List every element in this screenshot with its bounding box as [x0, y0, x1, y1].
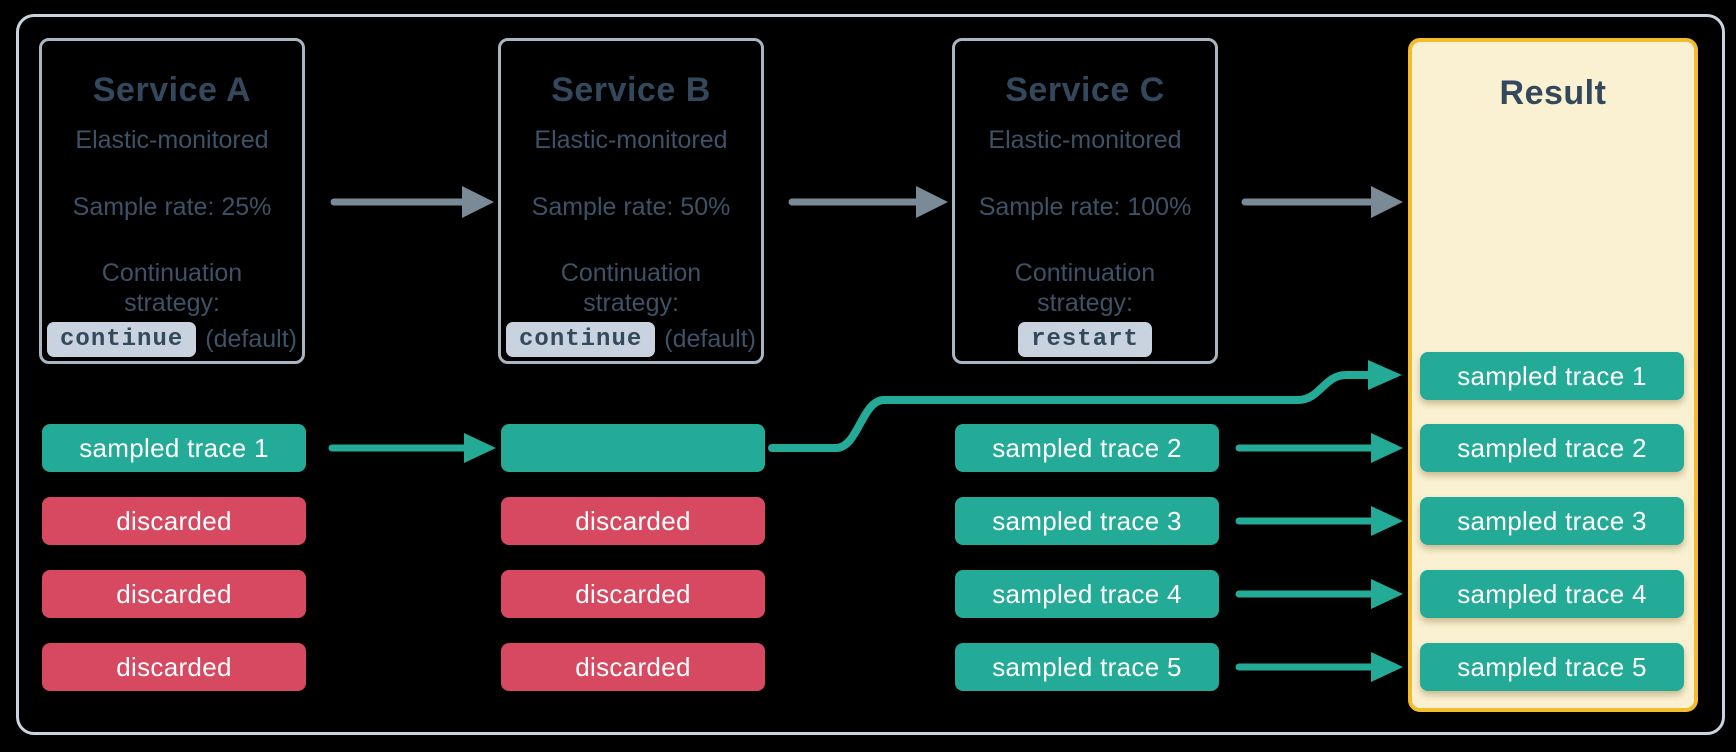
trace-pill-b4-discarded: discarded: [501, 643, 765, 691]
service-b-strategy-row: continue (default): [506, 322, 756, 357]
result-pill-5: sampled trace 5: [1420, 643, 1684, 691]
trace-pill-b1-sampled-blank: [501, 424, 765, 472]
service-a-monitoring: Elastic-monitored: [75, 126, 269, 154]
trace-pill-a4-discarded: discarded: [42, 643, 306, 691]
service-b-sample-rate: Sample rate: 50%: [531, 193, 731, 221]
trace-pill-a3-discarded: discarded: [42, 570, 306, 618]
service-a-strategy-badge: continue: [47, 322, 197, 357]
diagram-outer-frame: [16, 14, 1725, 735]
trace-pill-b3-discarded: discarded: [501, 570, 765, 618]
service-c-sample-rate: Sample rate: 100%: [978, 193, 1192, 221]
service-a-strategy-row: continue (default): [47, 322, 297, 357]
service-c-strategy-badge: restart: [1018, 322, 1152, 357]
result-pill-3: sampled trace 3: [1420, 497, 1684, 545]
service-box-b: Service B Elastic-monitored Sample rate:…: [498, 38, 764, 364]
service-box-c: Service C Elastic-monitored Sample rate:…: [952, 38, 1218, 364]
service-a-title: Service A: [92, 71, 252, 109]
trace-pill-c4-sampled: sampled trace 5: [955, 643, 1219, 691]
result-title: Result: [1499, 74, 1607, 112]
trace-pill-c1-sampled: sampled trace 2: [955, 424, 1219, 472]
service-b-continuation-label: Continuation strategy:: [560, 259, 702, 317]
service-c-monitoring: Elastic-monitored: [988, 126, 1182, 154]
service-b-monitoring: Elastic-monitored: [534, 126, 728, 154]
service-b-strategy-suffix: (default): [664, 325, 756, 353]
service-c-continuation-label: Continuation strategy:: [1014, 259, 1156, 317]
trace-pill-c3-sampled: sampled trace 4: [955, 570, 1219, 618]
service-b-strategy-badge: continue: [506, 322, 656, 357]
service-a-strategy-suffix: (default): [205, 325, 297, 353]
trace-pill-c2-sampled: sampled trace 3: [955, 497, 1219, 545]
result-pill-1: sampled trace 1: [1420, 352, 1684, 400]
service-c-title: Service C: [1005, 71, 1165, 109]
service-c-strategy-row: restart: [1018, 322, 1152, 357]
service-b-title: Service B: [551, 71, 711, 109]
result-pill-4: sampled trace 4: [1420, 570, 1684, 618]
result-pill-2: sampled trace 2: [1420, 424, 1684, 472]
service-a-sample-rate: Sample rate: 25%: [72, 193, 272, 221]
trace-pill-a1-sampled: sampled trace 1: [42, 424, 306, 472]
service-box-a: Service A Elastic-monitored Sample rate:…: [39, 38, 305, 364]
trace-pill-a2-discarded: discarded: [42, 497, 306, 545]
service-a-continuation-label: Continuation strategy:: [101, 259, 243, 317]
trace-pill-b2-discarded: discarded: [501, 497, 765, 545]
